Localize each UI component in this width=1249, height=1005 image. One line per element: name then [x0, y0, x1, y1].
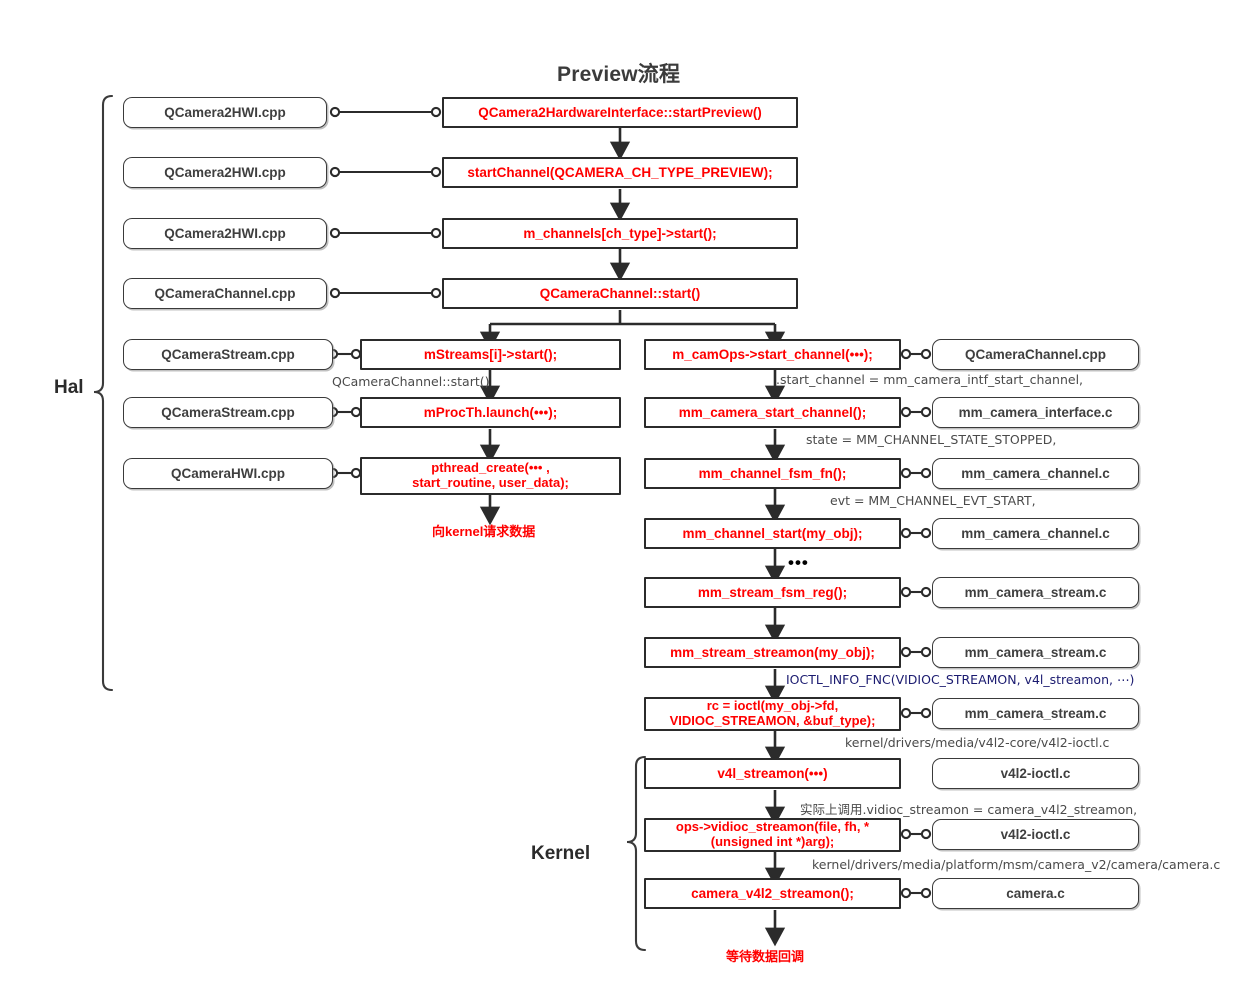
file-pill-right-3[interactable]: mm_camera_channel.c [932, 518, 1139, 549]
code-box-right-6[interactable]: rc = ioctl(my_obj->fd, VIDIOC_STREAMON, … [644, 697, 901, 731]
page-title: Preview流程 [557, 63, 681, 86]
code-box-main-3[interactable]: QCameraChannel::start() [442, 278, 798, 309]
edge-note-right-6: kernel/drivers/media/platform/msm/camera… [812, 857, 1221, 872]
file-pill-right-5[interactable]: mm_camera_stream.c [932, 637, 1139, 668]
code-box-right-4[interactable]: mm_stream_fsm_reg(); [644, 577, 901, 608]
edge-note-right-1: state = MM_CHANNEL_STATE_STOPPED, [806, 432, 1057, 447]
file-pill-right-4[interactable]: mm_camera_stream.c [932, 577, 1139, 608]
connector-right-4 [900, 586, 932, 598]
code-box-right-2[interactable]: mm_channel_fsm_fn(); [644, 458, 901, 489]
connector-left-1 [327, 406, 362, 418]
code-box-left-2[interactable]: pthread_create(••• , start_routine, user… [360, 457, 621, 495]
edge-note-right-2: evt = MM_CHANNEL_EVT_START, [830, 493, 1036, 508]
left-branch-end-label: 向kernel请求数据 [432, 524, 536, 539]
connector-right-9 [900, 887, 932, 899]
file-pill-left-2[interactable]: QCameraHWI.cpp [123, 458, 333, 489]
section-label-kernel: Kernel [531, 843, 591, 864]
code-box-left-0[interactable]: mStreams[i]->start(); [360, 339, 621, 370]
section-label-hal: Hal [54, 377, 84, 398]
connector-right-8 [900, 828, 932, 840]
right-branch-end-label: 等待数据回调 [726, 949, 805, 964]
code-box-right-1[interactable]: mm_camera_start_channel(); [644, 397, 901, 428]
edge-note-right-5: 实际上调用.vidioc_streamon = camera_v4l2_stre… [800, 802, 1138, 817]
code-box-main-2[interactable]: m_channels[ch_type]->start(); [442, 218, 798, 249]
file-pill-right-6[interactable]: mm_camera_stream.c [932, 698, 1139, 729]
code-box-right-5[interactable]: mm_stream_streamon(my_obj); [644, 637, 901, 668]
file-pill-main-1[interactable]: QCamera2HWI.cpp [123, 157, 327, 188]
connector-right-2 [900, 467, 932, 479]
code-box-main-0[interactable]: QCamera2HardwareInterface::startPreview(… [442, 97, 798, 128]
file-pill-left-0[interactable]: QCameraStream.cpp [123, 339, 333, 370]
file-pill-right-7[interactable]: v4l2-ioctl.c [932, 758, 1139, 789]
code-box-left-1[interactable]: mProcTh.launch(•••); [360, 397, 621, 428]
connector-main-0 [329, 106, 442, 118]
connector-main-2 [329, 227, 442, 239]
file-pill-right-1[interactable]: mm_camera_interface.c [932, 397, 1139, 428]
file-pill-main-0[interactable]: QCamera2HWI.cpp [123, 97, 327, 128]
connector-main-1 [329, 166, 442, 178]
file-pill-main-2[interactable]: QCamera2HWI.cpp [123, 218, 327, 249]
brace-hal [93, 94, 114, 692]
connector-right-1 [900, 406, 932, 418]
code-box-right-7[interactable]: v4l_streamon(•••) [644, 758, 901, 789]
connector-right-5 [900, 646, 932, 658]
connector-right-0 [900, 348, 932, 360]
connector-right-3 [900, 527, 932, 539]
edge-note-right-3: IOCTL_INFO_FNC(VIDIOC_STREAMON, v4l_stre… [786, 672, 1135, 687]
file-pill-right-2[interactable]: mm_camera_channel.c [932, 458, 1139, 489]
code-box-right-9[interactable]: camera_v4l2_streamon(); [644, 878, 901, 909]
code-box-right-8[interactable]: ops->vidioc_streamon(file, fh, * (unsign… [644, 818, 901, 852]
code-box-main-1[interactable]: startChannel(QCAMERA_CH_TYPE_PREVIEW); [442, 157, 798, 188]
file-pill-right-0[interactable]: QCameraChannel.cpp [932, 339, 1139, 370]
file-pill-right-9[interactable]: camera.c [932, 878, 1139, 909]
connector-right-6 [900, 707, 932, 719]
code-box-right-0[interactable]: m_camOps->start_channel(•••); [644, 339, 901, 370]
file-pill-right-8[interactable]: v4l2-ioctl.c [932, 819, 1139, 850]
ellipsis-marker: ••• [788, 553, 809, 572]
code-box-right-3[interactable]: mm_channel_start(my_obj); [644, 518, 901, 549]
connector-left-0 [327, 348, 362, 360]
connector-main-3 [329, 287, 442, 299]
file-pill-left-1[interactable]: QCameraStream.cpp [123, 397, 333, 428]
connector-left-2 [327, 467, 362, 479]
file-pill-main-3[interactable]: QCameraChannel.cpp [123, 278, 327, 309]
edge-note-right-0: .start_channel = mm_camera_intf_start_ch… [776, 372, 1084, 387]
edge-note-left-0: QCameraChannel::start() [332, 374, 490, 389]
edge-note-right-4: kernel/drivers/media/v4l2-core/v4l2-ioct… [845, 735, 1110, 750]
brace-kernel [626, 755, 647, 952]
